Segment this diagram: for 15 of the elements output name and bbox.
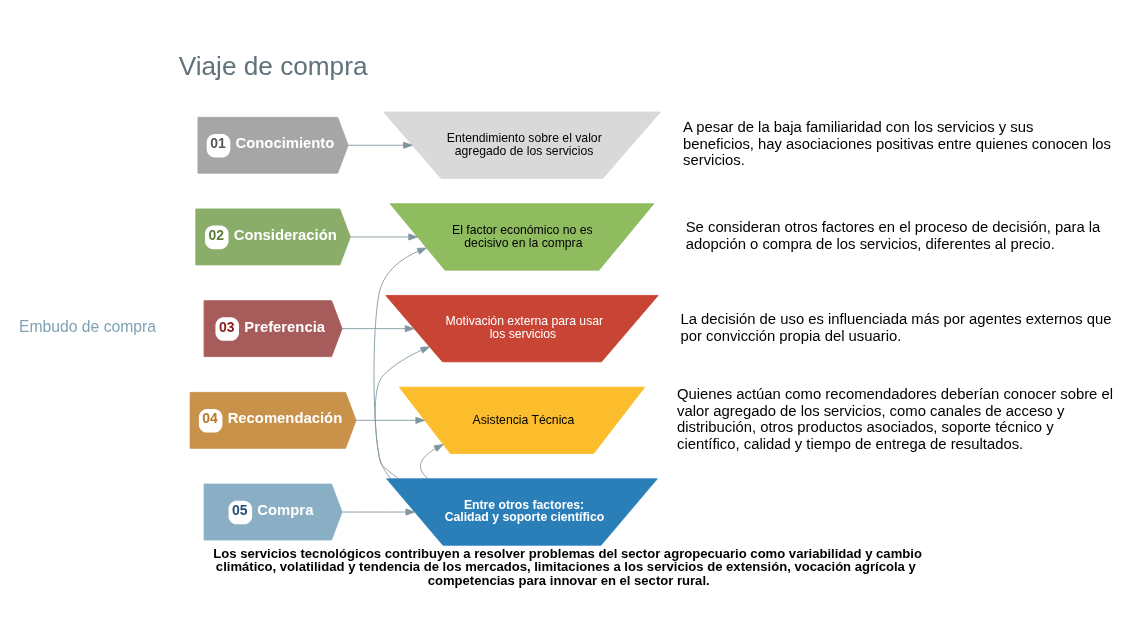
node-label: La decisión de uso es influenciada más por agentes externos que por convicción propia del usuario.	[680, 310, 1112, 344]
node-label: Se consideran otros factores en el proceso de decisión, para la adopción o compra de los servicios, diferentes al precio.	[685, 218, 1101, 252]
node-label: A pesar de la baja familiaridad con los servicios y sus beneficios, hay asociaciones positivas entre quienes conocen los servicios.	[683, 118, 1111, 168]
arrow	[350, 232, 418, 240]
arrow	[373, 247, 427, 479]
arrow	[420, 443, 444, 479]
label: Embudo de compra	[18, 317, 157, 335]
arrow	[341, 324, 415, 332]
arrow	[341, 508, 416, 516]
node-label: Quienes actúan como recomendadores deberían conocer sobre el valor agregado de los servicios, como canales de acceso y distribución, otros productos asociados, soporte técnico y científico, calidad y tiempo de entrega de resultados.	[676, 385, 1114, 452]
diagram-title: Viaje de compra	[178, 50, 368, 81]
arrow	[348, 141, 413, 149]
arrow	[374, 345, 430, 479]
caption: Los servicios tecnológicos contribuyen a resolver problemas del sector agropecuario como variabilidad y cambio climático, volatilidad y tendencia de los mercados, limitaciones a los servicios de extensión, vocación agrícola y competencias para innovar en el sector rural.	[213, 545, 922, 588]
arrow	[355, 416, 426, 424]
